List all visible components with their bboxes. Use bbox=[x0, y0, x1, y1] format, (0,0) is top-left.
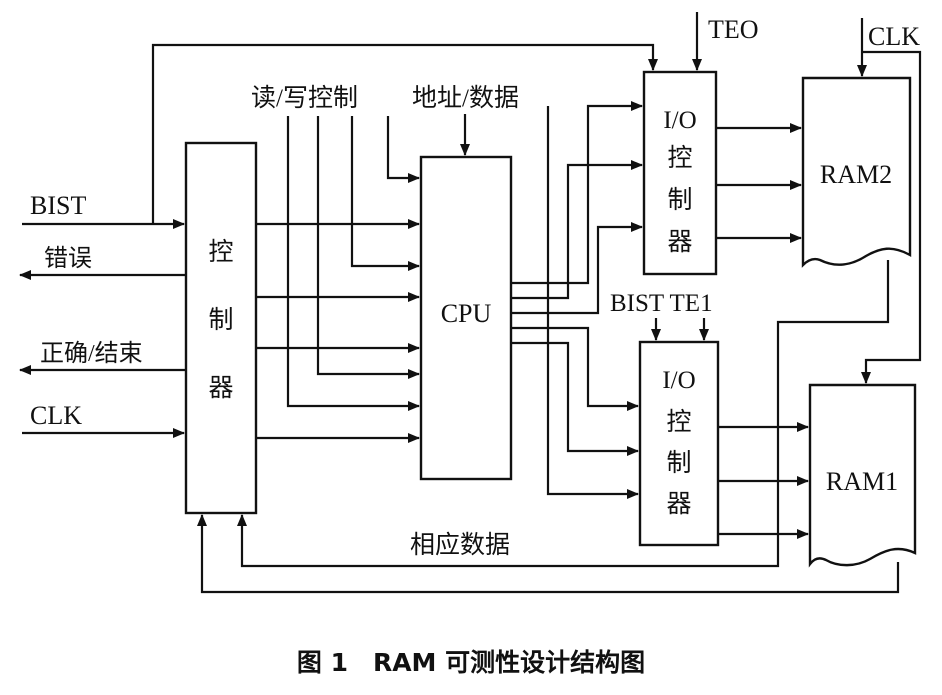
ram1-block bbox=[808, 383, 917, 568]
io-bottom-label-4: 器 bbox=[666, 491, 691, 518]
controller-label-2: 制 bbox=[208, 306, 233, 334]
io-bottom-label-1: I/O bbox=[662, 367, 695, 394]
cpu-io-top-line-3 bbox=[511, 222, 643, 315]
ram1-label: RAM1 bbox=[826, 467, 898, 496]
ram2-block bbox=[801, 76, 912, 268]
io-bottom-label-3: 制 bbox=[666, 449, 691, 477]
addr-data-label: 地址/数据 bbox=[412, 84, 519, 112]
rw-line-2 bbox=[316, 116, 420, 379]
ram2-label: RAM2 bbox=[820, 160, 892, 189]
controller-block bbox=[184, 141, 258, 515]
teo-label: TEO bbox=[708, 15, 759, 44]
figure-caption: 图 1 RAM 可测性设计结构图 bbox=[297, 648, 645, 677]
io-top-label-2: 控 bbox=[667, 144, 692, 172]
controller-label-3: 器 bbox=[208, 375, 233, 402]
io-controller-bottom bbox=[638, 340, 720, 547]
clk-to-ram1-line bbox=[861, 50, 922, 384]
clk-label: CLK bbox=[30, 401, 82, 430]
io-controller-top bbox=[642, 70, 718, 276]
io-top-label-4: 器 bbox=[667, 229, 692, 256]
done-label: 正确/结束 bbox=[40, 340, 143, 367]
bist-to-io-top-line bbox=[151, 43, 658, 224]
cpu-io-bottom-line-1 bbox=[511, 326, 639, 411]
bist-te1-label: BIST TE1 bbox=[610, 290, 713, 317]
io-bottom-label-2: 控 bbox=[666, 408, 691, 436]
bist-label: BIST bbox=[30, 191, 86, 220]
cpu-io-bottom-line-3 bbox=[546, 106, 639, 499]
cpu-io-bottom-line-2 bbox=[511, 341, 639, 456]
io-top-label-3: 制 bbox=[667, 186, 692, 214]
error-label: 错误 bbox=[44, 245, 92, 272]
ram2-response-line bbox=[237, 260, 890, 568]
rw-line-4 bbox=[386, 116, 420, 183]
clk-top-label: CLK bbox=[868, 22, 920, 51]
rw-line-1 bbox=[286, 116, 420, 411]
cpu-io-top-line-2 bbox=[511, 160, 643, 300]
rw-control-label: 读/写控制 bbox=[251, 84, 358, 112]
response-data-label: 相应数据 bbox=[410, 531, 510, 559]
rw-line-3 bbox=[350, 116, 420, 271]
cpu-block bbox=[419, 155, 513, 481]
ram1-response-line bbox=[197, 514, 900, 594]
controller-label-1: 控 bbox=[208, 238, 233, 266]
cpu-io-top-line-1 bbox=[511, 101, 643, 285]
cpu-label: CPU bbox=[441, 299, 492, 328]
io-top-label-1: I/O bbox=[663, 107, 696, 134]
